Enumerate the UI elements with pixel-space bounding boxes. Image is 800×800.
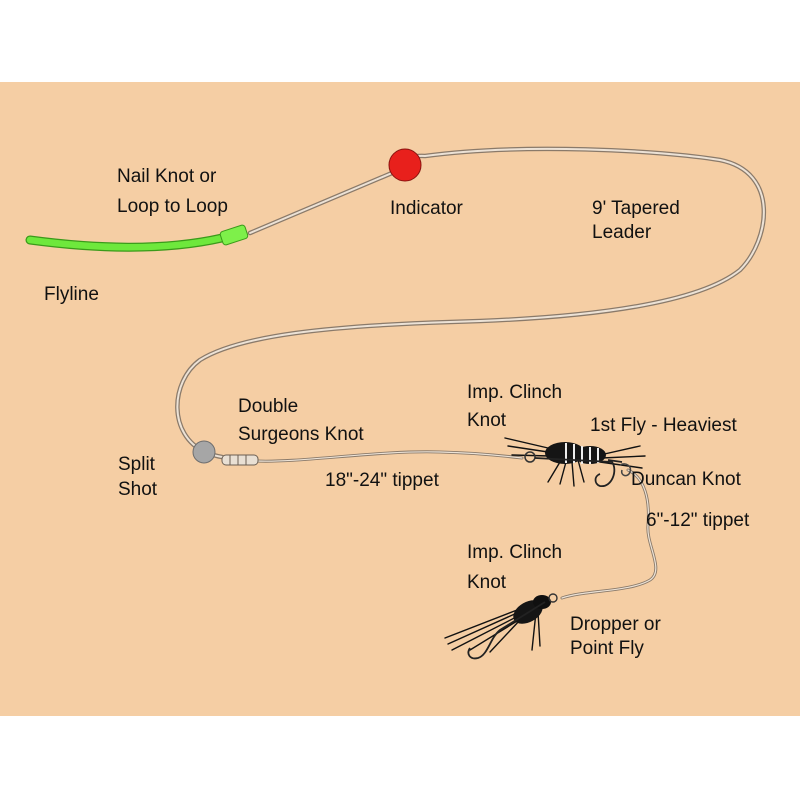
indicator-bobber (388, 148, 422, 182)
split-shot-label-line-2: Shot (118, 479, 158, 500)
nail-knot (219, 224, 249, 246)
nail-knot-label-line-1: Nail Knot or (117, 166, 217, 187)
tapered-leader-label-line-2: Leader (592, 222, 652, 243)
tippet-line-2 (560, 468, 658, 600)
split-shot-label-line-1: Split (118, 454, 155, 475)
diagram-panel (0, 82, 800, 716)
tippet-line-1 (254, 450, 524, 463)
double-surgeons-knot (221, 454, 259, 466)
tippet-2-label: 6"-12" tippet (646, 510, 750, 531)
duncan-knot (619, 463, 632, 477)
imp-clinch-2-label-line-1: Imp. Clinch (467, 542, 563, 563)
double-surgeons-label-line-1: Double (238, 396, 299, 417)
dropper-fly-label-line-2: Point Fly (570, 638, 644, 659)
double-surgeons-label-line-2: Surgeons Knot (238, 424, 364, 445)
first-fly (504, 437, 646, 487)
indicator-label: Indicator (390, 198, 463, 219)
imp-clinch-1-label-line-1: Imp. Clinch (467, 382, 563, 403)
tapered-leader-label-line-1: 9' Tapered (592, 198, 680, 219)
split-shot (192, 440, 216, 464)
tippet-1-label: 18"-24" tippet (325, 470, 439, 491)
imp-clinch-1-label-line-2: Knot (467, 410, 507, 431)
first-fly-label: 1st Fly - Heaviest (590, 415, 737, 436)
dropper-fly (444, 593, 558, 660)
flyline-label: Flyline (44, 284, 99, 305)
duncan-knot-label: Duncan Knot (631, 469, 741, 490)
flyline (25, 233, 227, 252)
imp-clinch-2-label-line-2: Knot (467, 572, 507, 593)
nail-knot-label-line-2: Loop to Loop (117, 196, 228, 217)
leader-line (175, 146, 766, 460)
dropper-fly-label-line-1: Dropper or (570, 614, 661, 635)
